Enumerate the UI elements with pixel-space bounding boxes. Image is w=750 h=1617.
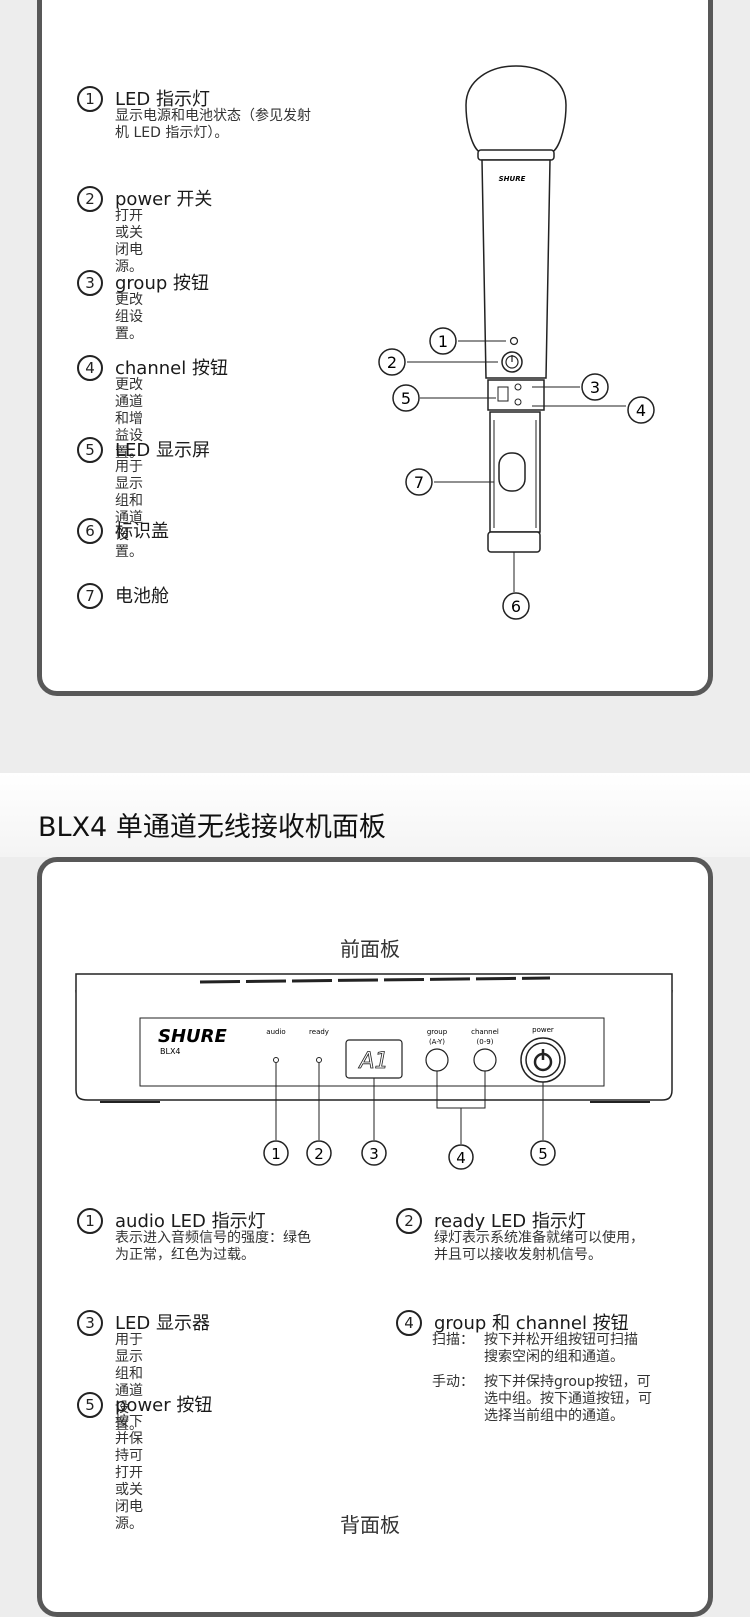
receiver-callout-4: 4 (448, 1144, 474, 1170)
item-desc: 按下并保持可打开或关闭电源。 (115, 1414, 143, 1532)
svg-text:3: 3 (369, 1145, 379, 1163)
callout-number: 1 (77, 86, 103, 112)
svg-text:7: 7 (414, 473, 424, 492)
mic-callout-4: 4 (627, 396, 655, 424)
mic-callout-7: 7 (405, 468, 433, 496)
item-desc: 更改组设置。 (115, 292, 143, 342)
item-title: group 和 channel 按钮 (434, 1313, 629, 1334)
mic-brand-logo: SHURE (499, 175, 526, 183)
ready-led (316, 1057, 322, 1063)
receiver-section-title: BLX4 单通道无线接收机面板 (38, 812, 386, 843)
back-panel-label: 背面板 (340, 1513, 400, 1537)
power-button-icon (520, 1037, 566, 1083)
mic-info-panel (37, 0, 713, 696)
item-title: group 按钮 (115, 273, 209, 294)
mic-callout-2: 2 (378, 348, 406, 376)
callout-number: 2 (77, 186, 103, 212)
item-desc: 表示进入音频信号的强度：绿色 为正常，红色为过载。 (115, 1230, 311, 1263)
callout-number: 5 (77, 1392, 103, 1418)
group-button (425, 1048, 449, 1072)
power-button-label: power (532, 1026, 554, 1034)
svg-text:5: 5 (401, 389, 411, 408)
callout-number: 3 (77, 1310, 103, 1336)
receiver-callout-1: 1 (263, 1140, 289, 1166)
item-title: power 按钮 (115, 1395, 213, 1416)
microphone-illustration: SHURE 1 2 3 4 5 6 7 (378, 65, 655, 620)
callout-number: 4 (77, 355, 103, 381)
item-desc: 绿灯表示系统准备就绪可以使用， 并且可以接收发射机信号。 (434, 1230, 644, 1263)
manual-label: 手动： (432, 1374, 474, 1390)
item-desc: 用于显示组和通道设置。 (115, 459, 143, 560)
svg-text:1: 1 (438, 332, 448, 351)
manual-desc: 按下并保持group按钮，可 选中组。按下通道按钮，可 选择当前组中的通道。 (484, 1374, 652, 1424)
callout-number: 6 (77, 518, 103, 544)
item-title: channel 按钮 (115, 358, 228, 379)
callout-number: 4 (396, 1310, 422, 1336)
callout-number: 7 (77, 583, 103, 609)
mic-callout-3: 3 (581, 373, 609, 401)
channel-button (473, 1048, 497, 1072)
scan-desc: 按下并松开组按钮可扫描 搜索空闲的组和通道。 (484, 1332, 638, 1365)
mic-callout-1: 1 (429, 327, 457, 355)
callout-number: 2 (396, 1208, 422, 1234)
channel-range-label: (0-9) (477, 1038, 494, 1046)
item-title: ready LED 指示灯 (434, 1211, 586, 1232)
item-title: audio LED 指示灯 (115, 1211, 266, 1232)
item-desc: 用于显示组和通道设置。 (115, 1332, 143, 1433)
group-button-label: group (427, 1028, 448, 1036)
receiver-model: BLX4 (160, 1047, 181, 1056)
item-title: 电池舱 (115, 586, 169, 607)
item-desc: 打开或关闭电源。 (115, 208, 143, 275)
section-divider (0, 773, 750, 857)
svg-text:5: 5 (538, 1145, 548, 1163)
item-title: LED 显示器 (115, 1313, 210, 1334)
svg-text:4: 4 (456, 1149, 466, 1167)
item-desc: 显示电源和电池状态（参见发射 机 LED 指示灯）。 (115, 108, 311, 141)
receiver-callout-2: 2 (306, 1140, 332, 1166)
audio-led (273, 1057, 279, 1063)
receiver-callout-3: 3 (361, 1140, 387, 1166)
svg-text:1: 1 (271, 1145, 281, 1163)
svg-text:3: 3 (590, 378, 600, 397)
callout-number: 3 (77, 270, 103, 296)
callout-number: 5 (77, 437, 103, 463)
scan-label: 扫描： (432, 1332, 474, 1348)
channel-button-label: channel (471, 1028, 499, 1036)
svg-text:4: 4 (636, 401, 646, 420)
audio-led-label: audio (266, 1028, 285, 1036)
receiver-illustration: SHURE BLX4 audio ready A1 group (A-Y) ch… (75, 973, 673, 1170)
item-title: power 开关 (115, 189, 213, 210)
svg-text:2: 2 (387, 353, 397, 372)
mic-callout-6: 6 (502, 592, 530, 620)
receiver-brand-logo: SHURE (158, 1026, 228, 1047)
item-title: LED 指示灯 (115, 89, 210, 110)
group-range-label: (A-Y) (429, 1038, 445, 1046)
callout-number: 1 (77, 1208, 103, 1234)
svg-text:2: 2 (314, 1145, 324, 1163)
ready-led-label: ready (309, 1028, 329, 1036)
receiver-callout-5: 5 (530, 1140, 556, 1166)
item-title: LED 显示屏 (115, 440, 210, 461)
front-panel-label: 前面板 (340, 937, 400, 961)
svg-text:6: 6 (511, 597, 521, 616)
item-desc: 更改通道和增益设置。 (115, 377, 143, 461)
item-title: 标识盖 (115, 521, 169, 542)
mic-callout-5: 5 (392, 384, 420, 412)
display-readout: A1 (357, 1049, 388, 1074)
